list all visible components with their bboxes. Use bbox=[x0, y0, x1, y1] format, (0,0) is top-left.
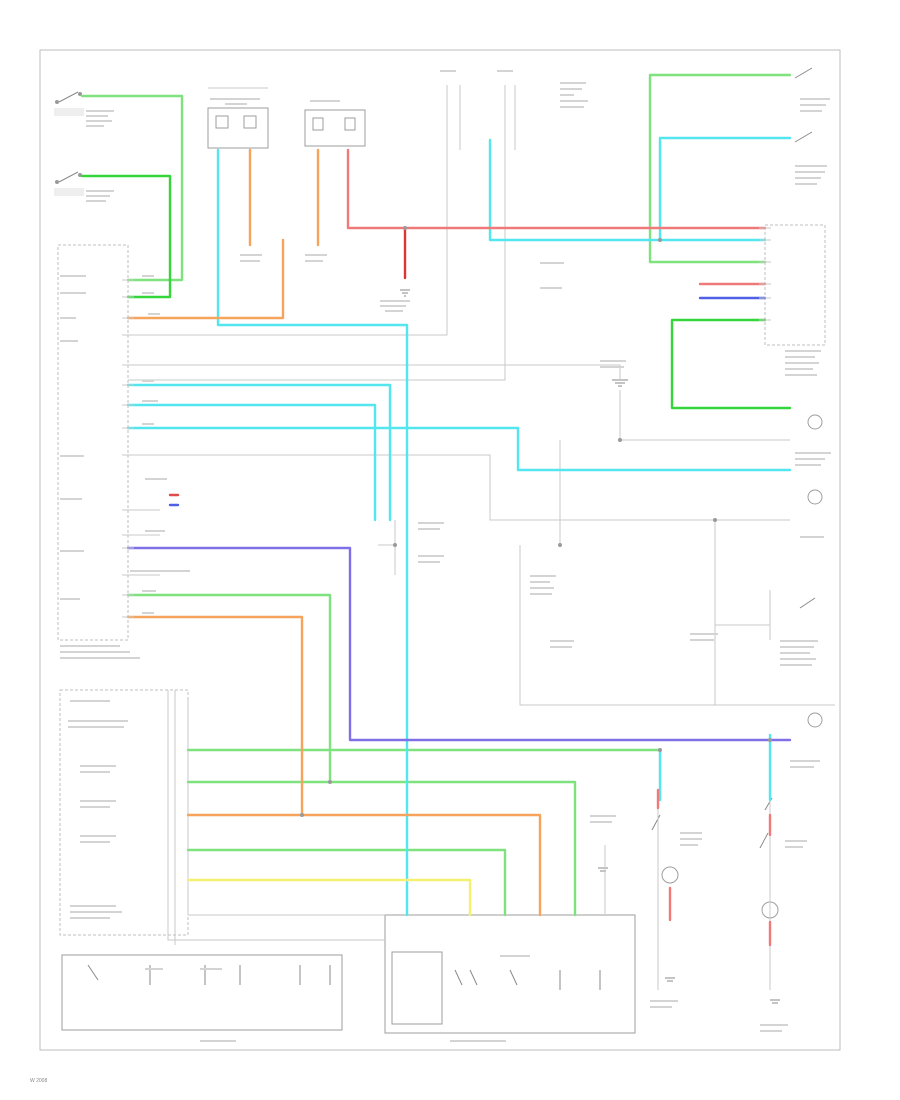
wire-cyan-top bbox=[488, 138, 662, 242]
top-relay-right bbox=[304, 109, 366, 147]
wire-green-door-pass bbox=[80, 174, 172, 299]
wire-green-right-top bbox=[648, 73, 792, 264]
top-relay-left bbox=[207, 87, 269, 149]
wire-green-right-lower bbox=[670, 318, 792, 410]
main-control-unit-inner bbox=[391, 951, 443, 1025]
bottom-switch-glyphs bbox=[87, 964, 601, 990]
wire-cyan-row1 bbox=[126, 383, 392, 522]
diagram-code: W 2008 bbox=[30, 1078, 48, 1084]
passenger-door-switch bbox=[54, 171, 84, 196]
lamp-right-top bbox=[807, 414, 823, 430]
wire-green-mid bbox=[126, 593, 577, 917]
illegible-label-marks bbox=[60, 70, 831, 1042]
lamp-right-lower bbox=[807, 712, 823, 728]
wire-orange-feed bbox=[126, 238, 285, 320]
wire-cyan-row2 bbox=[126, 403, 377, 522]
module-pin-ticks bbox=[122, 227, 771, 618]
main-control-unit bbox=[384, 914, 636, 1034]
wire-green-door-left bbox=[80, 94, 184, 282]
wire-cyan-row3 bbox=[126, 426, 792, 472]
wire-green-bottom bbox=[186, 848, 507, 917]
lamp-bottom-left bbox=[661, 866, 679, 884]
splice-dots bbox=[300, 226, 772, 817]
rear-control-unit bbox=[61, 954, 343, 1031]
right-connector-block bbox=[764, 224, 826, 346]
wire-purple bbox=[126, 546, 792, 742]
diagram-frame bbox=[39, 49, 841, 1051]
wire-cyan-main bbox=[216, 148, 409, 917]
body-control-module bbox=[57, 244, 129, 641]
lamp-right-mid bbox=[807, 489, 823, 505]
wire-red-top bbox=[346, 148, 767, 230]
left-door-switch bbox=[54, 91, 84, 116]
wire-yellow bbox=[186, 878, 472, 917]
ground-symbols bbox=[400, 289, 780, 1004]
right-side-switches bbox=[651, 67, 816, 849]
wire-cyan-right bbox=[658, 136, 792, 242]
wire-orange-lower bbox=[126, 615, 542, 917]
gray-wires bbox=[128, 85, 835, 990]
